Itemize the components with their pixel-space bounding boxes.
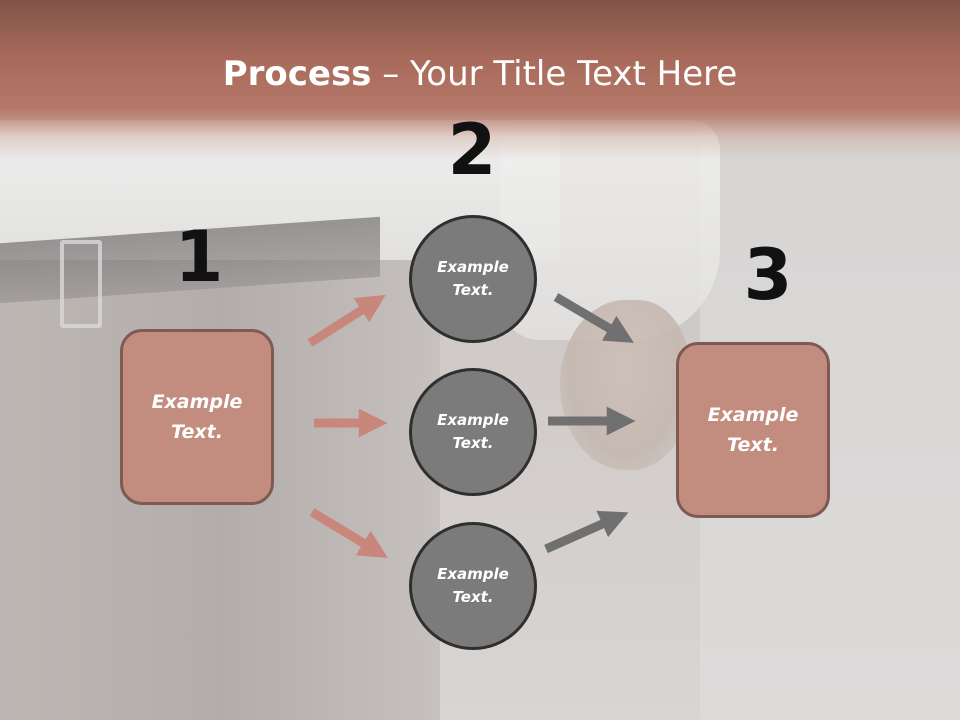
title-bold: Process — [222, 54, 372, 94]
title-rest: – Your Title Text Here — [371, 54, 738, 94]
circle-top-text: Example Text. — [437, 258, 509, 299]
arrow-circle-bottom-to-3 — [544, 510, 629, 554]
step-2-circle-middle[interactable]: Example Text. — [409, 368, 537, 496]
circle-middle-text: Example Text. — [437, 411, 509, 452]
step-number-2: 2 — [447, 109, 497, 191]
arrow-1-to-circle-top — [307, 294, 386, 347]
step-3-text: Example Text. — [707, 404, 799, 456]
slide-title: Process – Your Title Text Here — [0, 52, 960, 96]
arrow-circle-top-to-3 — [553, 293, 634, 343]
title-banner — [0, 0, 960, 160]
step-number-3: 3 — [743, 234, 793, 316]
arrow-1-to-circle-bottom — [309, 508, 388, 558]
step-2-circle-top[interactable]: Example Text. — [409, 215, 537, 343]
step-2-circle-bottom[interactable]: Example Text. — [409, 522, 537, 650]
circle-bottom-text: Example Text. — [437, 565, 509, 606]
step-1-text: Example Text. — [151, 391, 243, 443]
step-number-1: 1 — [174, 216, 224, 298]
background-photo-buckle — [60, 240, 102, 328]
step-3-box[interactable]: Example Text. — [676, 342, 830, 518]
step-1-box[interactable]: Example Text. — [120, 329, 274, 505]
